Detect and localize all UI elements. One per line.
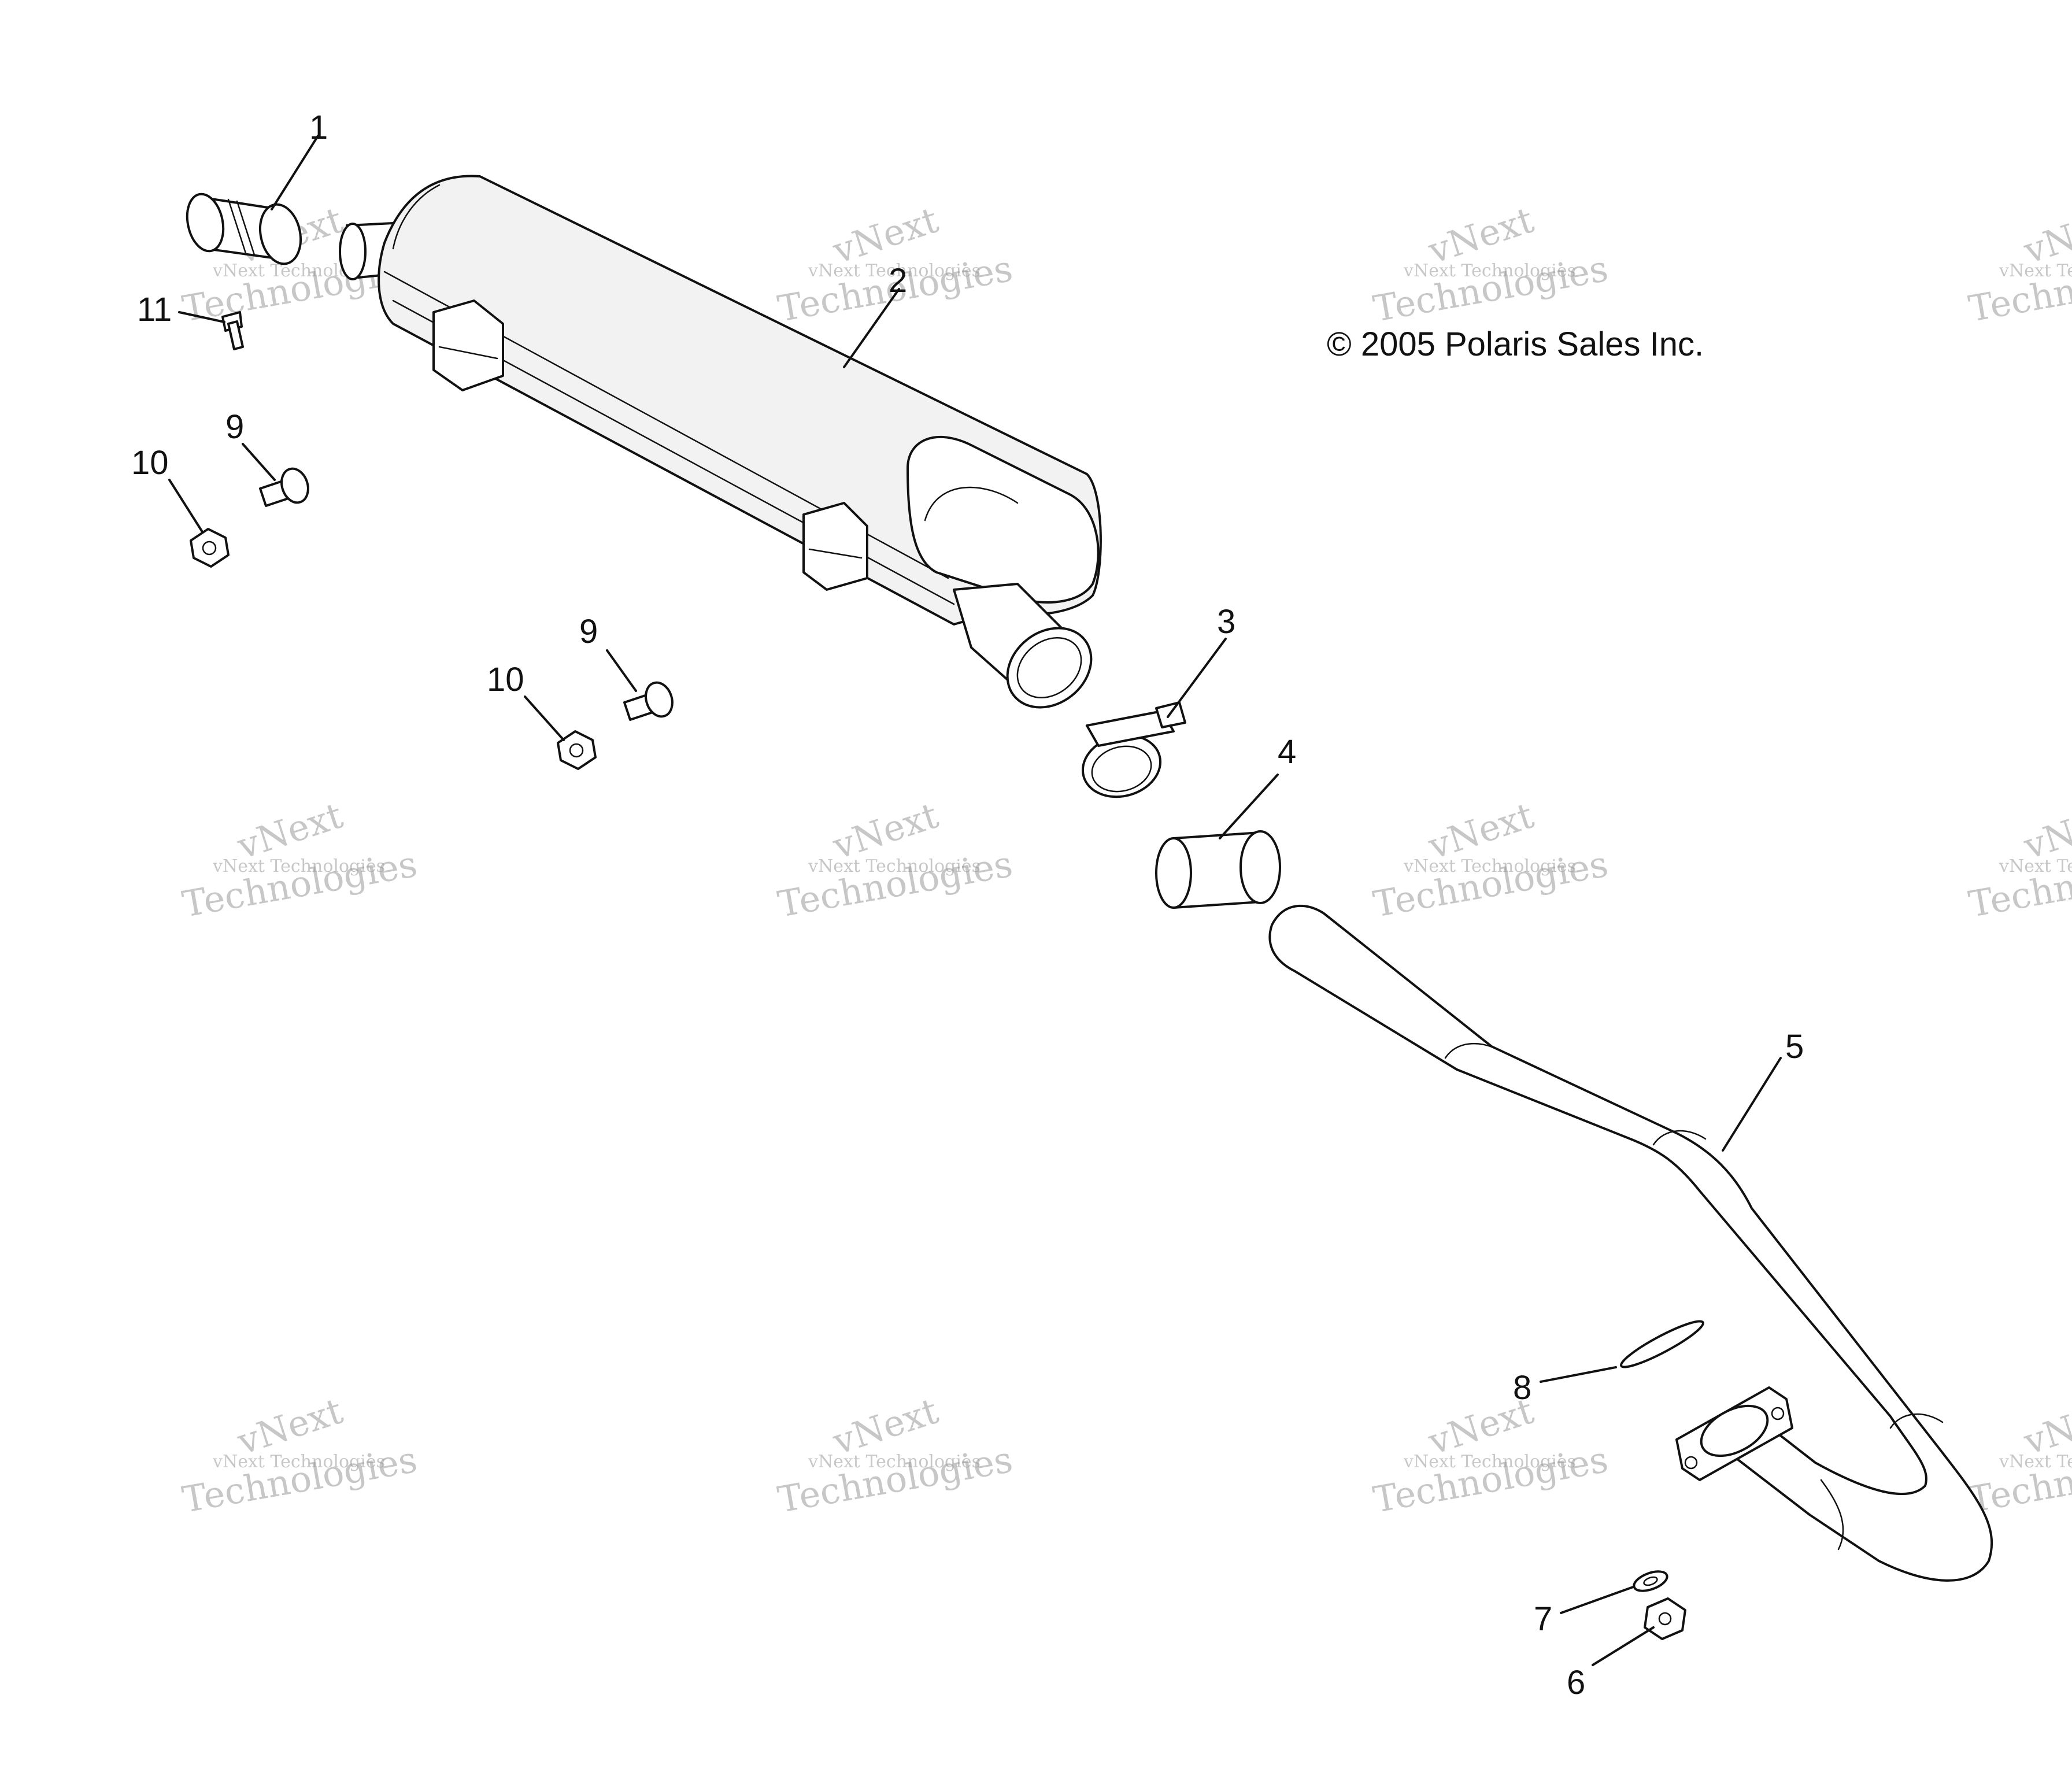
part-3-clamp <box>1081 701 1186 798</box>
callout-numbers: 1 2 3 4 5 6 7 8 9 9 10 10 11 <box>131 109 1804 1701</box>
svg-text:vNext Technologies: vNext Technologies <box>212 856 385 876</box>
svg-text:vNext Technologies: vNext Technologies <box>1403 261 1576 281</box>
watermark: vNext Technologies vNext Technologies <box>179 794 420 925</box>
part-10-nut-lower <box>557 730 597 770</box>
svg-text:vNext Technologies: vNext Technologies <box>1999 261 2072 281</box>
part-7-washer <box>1633 1570 1668 1592</box>
svg-text:Technologies: Technologies <box>179 843 420 926</box>
svg-text:Technologies: Technologies <box>775 1438 1016 1521</box>
part-9-bolt-lower <box>623 681 674 721</box>
svg-text:vNext Technologies: vNext Technologies <box>808 261 980 281</box>
svg-text:vNext Technologies: vNext Technologies <box>1999 1452 2072 1472</box>
part-8-gasket <box>1620 1320 1704 1368</box>
part-6-nut <box>1644 1597 1686 1640</box>
callout-6: 6 <box>1567 1664 1585 1701</box>
part-9-bolt-upper <box>259 467 309 507</box>
callout-10-lower: 10 <box>487 661 524 698</box>
svg-text:Technologies: Technologies <box>179 1438 420 1521</box>
part-2-muffler <box>339 175 1102 709</box>
svg-text:vNext Technologies: vNext Technologies <box>1403 1452 1576 1472</box>
svg-text:vNext Technologies: vNext Technologies <box>808 1452 980 1472</box>
callout-4: 4 <box>1278 733 1296 771</box>
part-10-nut-upper <box>190 528 230 568</box>
part-5-head-pipe <box>1268 905 1993 1582</box>
part-1-tailpipe-insert <box>186 193 302 265</box>
callout-10-upper: 10 <box>131 444 169 482</box>
leader-lines <box>168 135 1782 1666</box>
watermark: vNext Technologies vNext Technologies <box>1966 1389 2072 1520</box>
callout-3: 3 <box>1217 603 1235 641</box>
svg-text:Technologies: Technologies <box>1370 843 1611 926</box>
callout-8: 8 <box>1513 1369 1531 1407</box>
callout-11: 11 <box>137 291 172 328</box>
watermark-layer: vNext Technologies vNext Technologies vN… <box>179 198 2072 1520</box>
watermark: vNext Technologies vNext Technologies <box>1370 1389 1611 1520</box>
watermark: vNext Technologies vNext Technologies <box>1966 794 2072 925</box>
callout-9-lower: 9 <box>579 613 598 650</box>
part-4-sleeve <box>1155 830 1281 909</box>
svg-text:vNext Technologies: vNext Technologies <box>808 856 980 876</box>
callout-2: 2 <box>889 262 907 299</box>
callout-9-upper: 9 <box>225 408 244 446</box>
callout-1: 1 <box>309 109 328 146</box>
part-11-small-bolt <box>221 311 244 350</box>
svg-text:Technologies: Technologies <box>1370 247 1611 330</box>
svg-text:vNext Technologies: vNext Technologies <box>1403 856 1576 876</box>
watermark: vNext Technologies vNext Technologies <box>1370 794 1611 925</box>
copyright-text: © 2005 Polaris Sales Inc. <box>1327 325 1704 363</box>
svg-text:vNext Technologies: vNext Technologies <box>1999 856 2072 876</box>
watermark: vNext Technologies vNext Technologies <box>775 794 1016 925</box>
svg-text:Technologies: Technologies <box>1370 1438 1611 1521</box>
watermark: vNext Technologies vNext Technologies <box>179 1389 420 1520</box>
watermark: vNext Technologies vNext Technologies <box>775 1389 1016 1520</box>
svg-text:Technologies: Technologies <box>775 843 1016 926</box>
watermark: vNext Technologies vNext Technologies <box>1370 198 1611 330</box>
svg-text:vNext Technologies: vNext Technologies <box>212 1452 385 1472</box>
watermark: vNext Technologies vNext Technologies <box>1966 198 2072 330</box>
callout-5: 5 <box>1785 1028 1804 1065</box>
callout-7: 7 <box>1534 1600 1552 1638</box>
